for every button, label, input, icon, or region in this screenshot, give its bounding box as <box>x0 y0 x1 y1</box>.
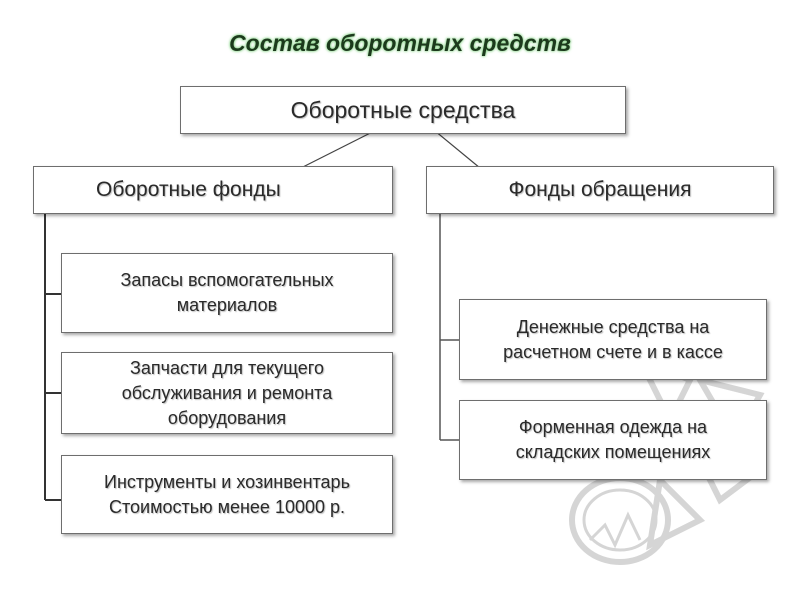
right-item-node: Денежные средства на расчетном счете и в… <box>459 299 767 380</box>
left-branch-lines <box>44 186 95 501</box>
root-node: Оборотные средства <box>180 86 626 134</box>
left-item-node: Запчасти для текущего обслуживания и рем… <box>61 352 393 434</box>
left-item-node: Инструменты и хозинвентарь Стоимостью ме… <box>61 455 393 534</box>
left-heading-node: Оборотные фонды <box>33 166 393 214</box>
right-item-node: Форменная одежда на складских помещениях <box>459 400 767 480</box>
left-item-node: Запасы вспомогательных материалов <box>61 253 393 333</box>
diagram-title: Состав оборотных средств <box>229 30 571 56</box>
right-heading-node: Фонды обращения <box>426 166 774 214</box>
